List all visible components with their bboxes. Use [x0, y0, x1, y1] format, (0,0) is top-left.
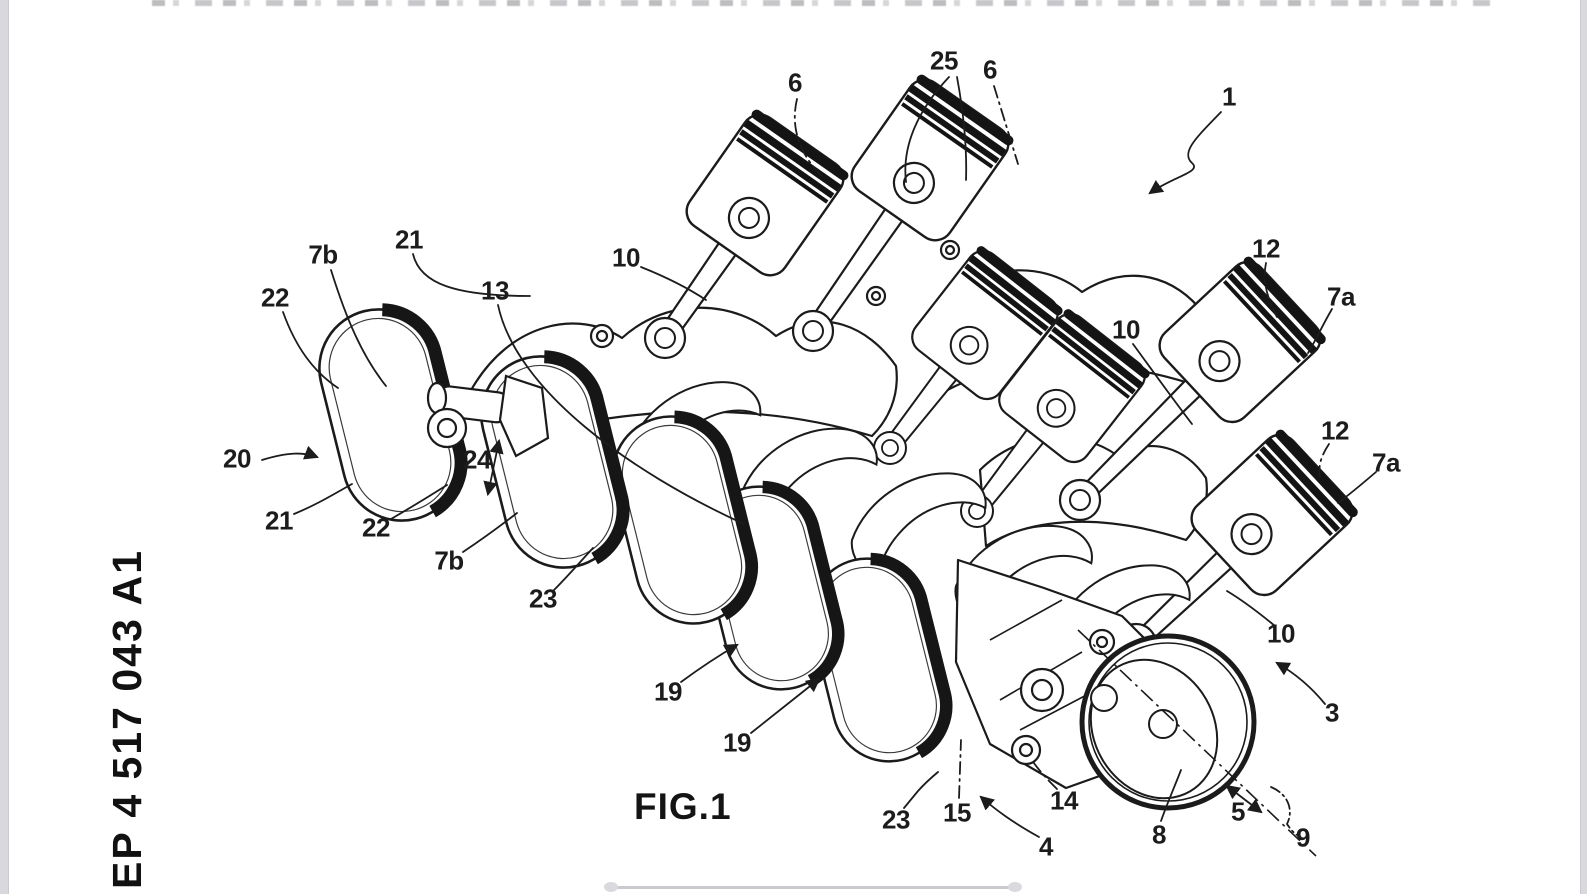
figure-caption: FIG.1 [634, 786, 732, 827]
leader-23a [553, 547, 594, 591]
leader-22a [282, 311, 339, 389]
page-left-margin [0, 0, 9, 894]
leader-24-double-arrow [483, 438, 504, 497]
leader-20 [261, 445, 320, 461]
leader-3 [1275, 661, 1326, 705]
leader-lines [261, 76, 1377, 838]
piston-5 [1058, 253, 1330, 522]
leader-21b [293, 483, 353, 515]
leader-10b [1132, 343, 1193, 425]
leader-6a [793, 98, 825, 179]
leader-7a-a [1307, 308, 1333, 354]
next-element-top-edge [604, 882, 1022, 892]
leader-25-left [904, 76, 950, 183]
leader-21a [412, 253, 531, 297]
leader-23b [903, 771, 939, 809]
leader-10c [1226, 590, 1276, 627]
leader-15 [958, 739, 962, 799]
leader-5-double-arrow [1225, 784, 1263, 814]
leader-25-right [956, 76, 968, 181]
leader-4 [979, 795, 1040, 838]
leader-19b [750, 677, 821, 734]
front-shaft [426, 374, 550, 458]
leader-7b-b [462, 512, 518, 553]
piston-2 [791, 71, 1017, 353]
leader-9 [1270, 786, 1298, 836]
page-right-margin [1580, 0, 1587, 894]
leader-6b [993, 85, 1019, 165]
leader-7a-b [1337, 471, 1377, 504]
leader-7b-a [330, 269, 387, 387]
leader-19a [680, 643, 739, 683]
crank-axis-line [1077, 629, 1317, 857]
leader-22b [390, 484, 448, 520]
flywheel [1077, 629, 1317, 857]
cropped-header-text-remnant [152, 0, 1494, 6]
leader-13 [497, 304, 745, 525]
leader-8 [1160, 769, 1182, 822]
leader-10a [640, 266, 707, 301]
piston-1 [643, 106, 852, 360]
leader-12a [1263, 262, 1278, 318]
leader-1 [1148, 111, 1222, 195]
leader-14 [1030, 758, 1058, 790]
piston-3 [873, 243, 1066, 465]
leader-12b [1318, 443, 1330, 478]
